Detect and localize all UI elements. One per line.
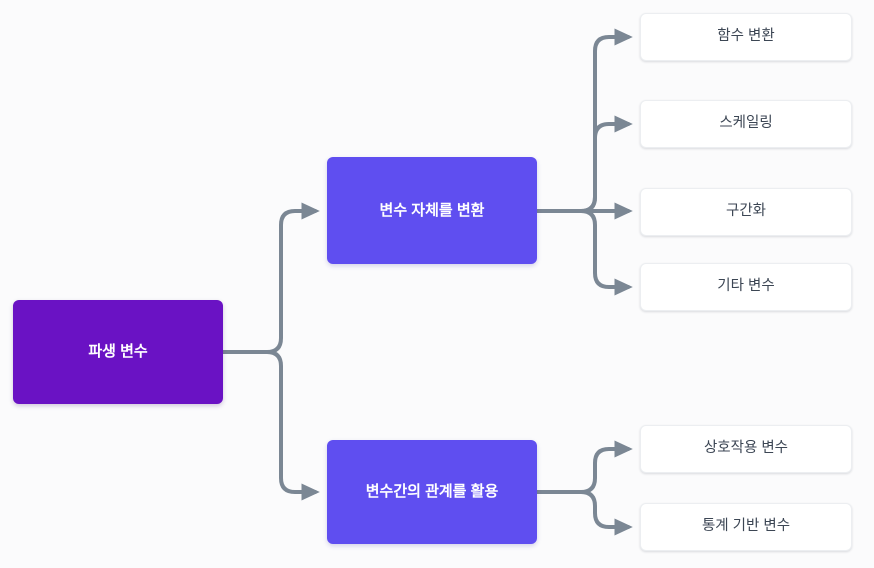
node-branch-variable-relationship[interactable]: 변수간의 관계를 활용 — [327, 440, 537, 544]
node-branch-1-label: 변수 자체를 변환 — [379, 201, 485, 219]
node-branch-transform-variable[interactable]: 변수 자체를 변환 — [327, 157, 537, 264]
node-leaf-scaling[interactable]: 스케일링 — [640, 100, 852, 148]
node-leaf-label: 통계 기반 변수 — [701, 518, 791, 535]
edge-branch-2-to-leaf-1 — [535, 440, 633, 494]
node-leaf-binning[interactable]: 구간화 — [640, 188, 852, 236]
node-leaf-label: 스케일링 — [719, 115, 773, 132]
node-leaf-interaction-variable[interactable]: 상호작용 변수 — [640, 425, 852, 473]
node-root-label: 파생 변수 — [88, 343, 148, 360]
edge-branch-1-to-leaf-4 — [535, 209, 633, 296]
node-leaf-statistical-variable[interactable]: 통계 기반 변수 — [640, 503, 852, 551]
node-leaf-other-variables[interactable]: 기타 변수 — [640, 263, 852, 311]
node-branch-2-label: 변수간의 관계를 활용 — [365, 483, 499, 500]
edge-root-to-branch-1 — [221, 202, 320, 354]
node-leaf-label: 함수 변환 — [717, 28, 775, 45]
node-leaf-label: 상호작용 변수 — [703, 440, 789, 457]
edge-root-to-branch-2 — [221, 350, 320, 501]
edge-branch-2-to-leaf-2 — [535, 490, 633, 536]
node-leaf-label: 구간화 — [725, 203, 767, 220]
edge-branch-1-to-leaf-1 — [535, 28, 633, 213]
edge-branch-1-to-leaf-2 — [535, 115, 633, 213]
node-leaf-label: 기타 변수 — [717, 278, 775, 295]
node-leaf-function-transform[interactable]: 함수 변환 — [640, 13, 852, 61]
node-root-derived-variable[interactable]: 파생 변수 — [13, 300, 223, 404]
